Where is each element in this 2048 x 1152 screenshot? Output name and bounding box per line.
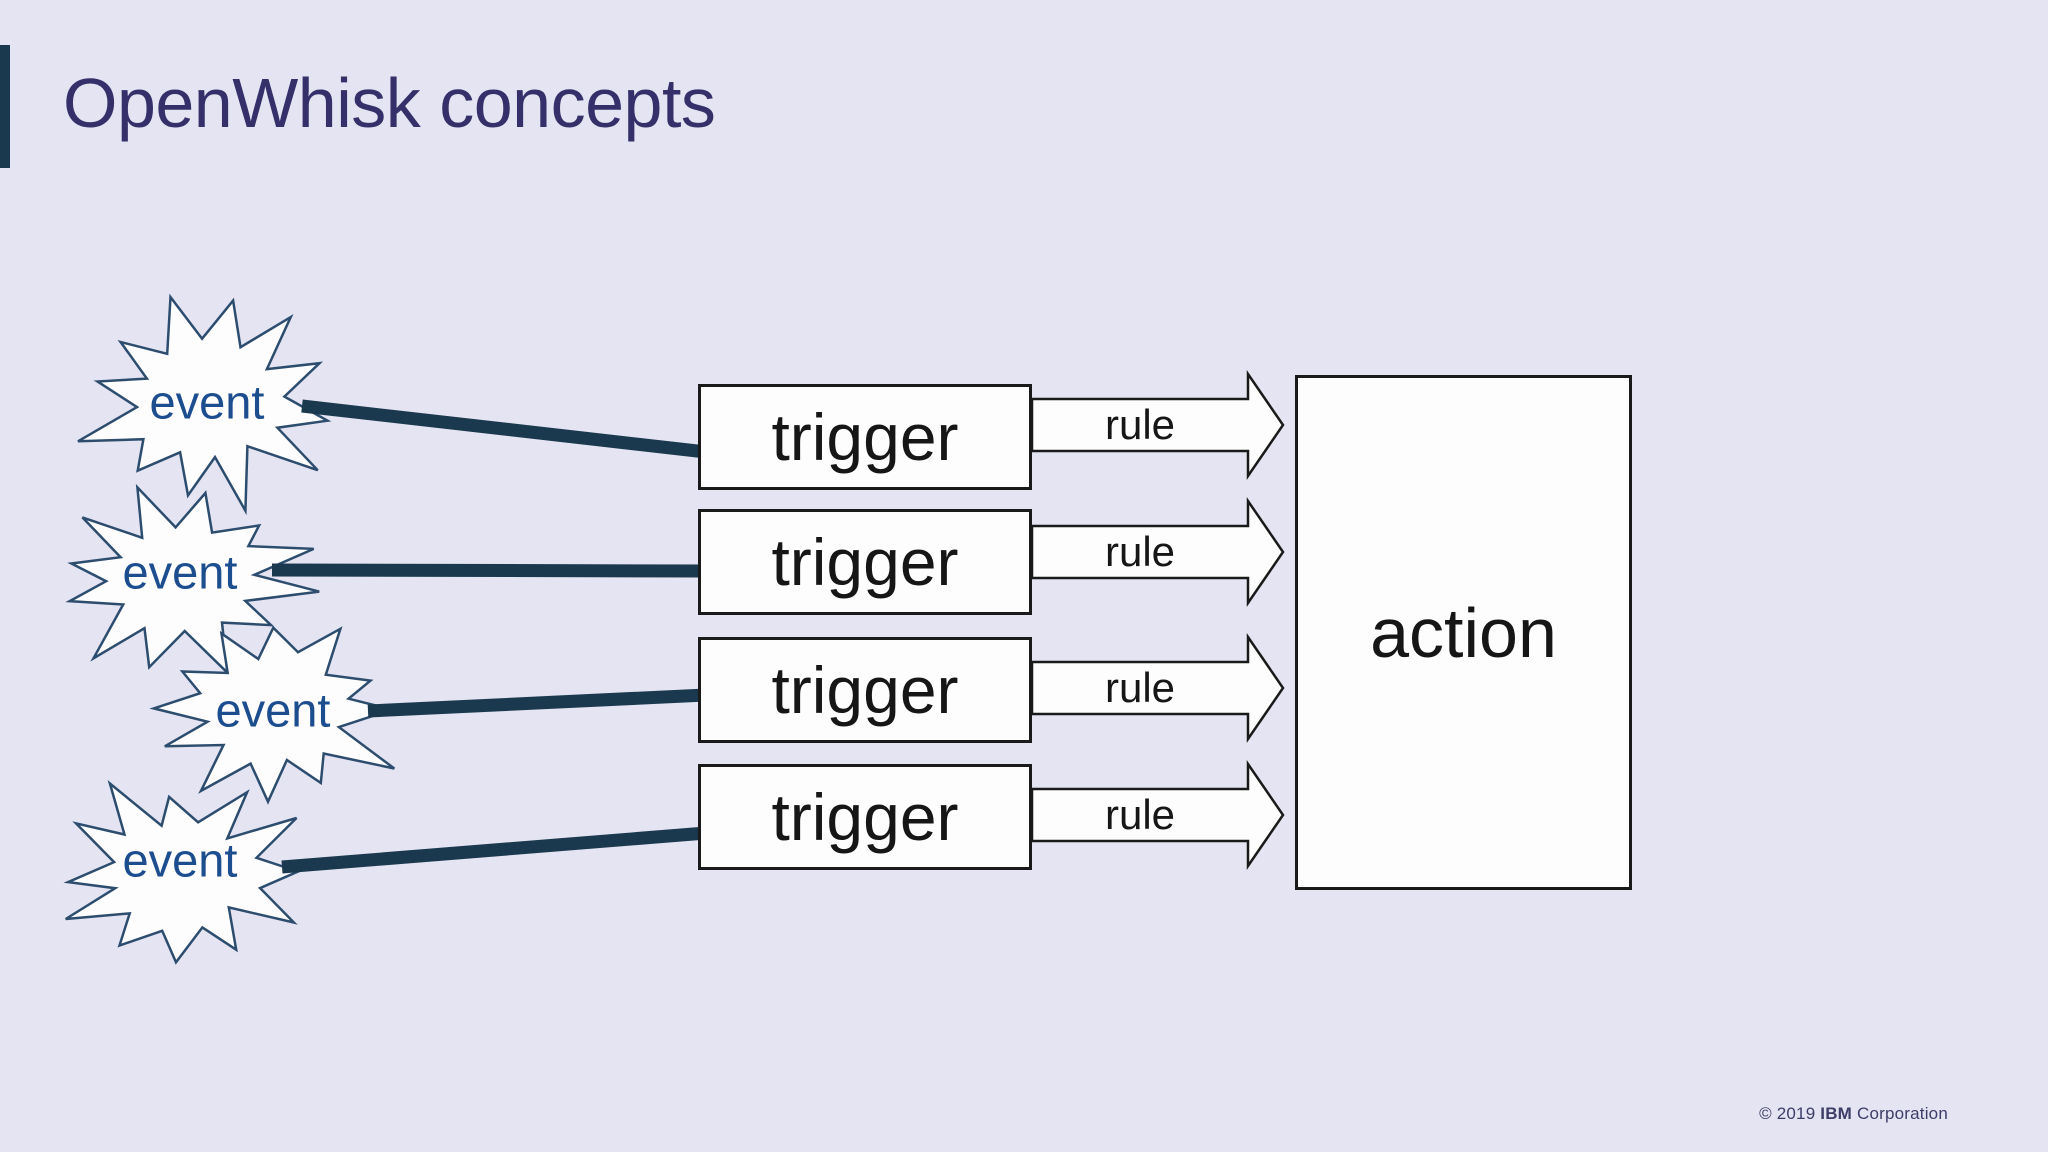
- rule-arrow: [1030, 369, 1285, 481]
- action-box: action: [1295, 375, 1632, 890]
- event-trigger-connector-line: [271, 563, 707, 578]
- action-label: action: [1370, 593, 1557, 672]
- event-label: event: [215, 683, 331, 737]
- event-trigger-connector-line: [367, 688, 707, 718]
- copyright-suffix: Corporation: [1852, 1104, 1948, 1123]
- event-label: event: [122, 833, 238, 887]
- rule-label: rule: [1104, 664, 1176, 711]
- rule-label: rule: [1104, 401, 1176, 448]
- copyright-prefix: © 2019: [1759, 1104, 1821, 1123]
- event-burst-shape: [77, 293, 332, 516]
- rule-label: rule: [1104, 528, 1176, 575]
- copyright-notice: © 2019 IBM Corporation: [1759, 1104, 1948, 1124]
- event-label: event: [149, 375, 265, 429]
- rule-label: rule: [1104, 791, 1176, 838]
- event-label: event: [122, 545, 238, 599]
- trigger-box: trigger: [698, 509, 1032, 615]
- rule-arrow: [1030, 496, 1285, 608]
- event-burst-shape: [63, 780, 302, 965]
- page-title: OpenWhisk concepts: [63, 64, 716, 142]
- trigger-box: trigger: [698, 637, 1032, 743]
- rule-arrow: [1030, 759, 1285, 871]
- trigger-box: trigger: [698, 384, 1032, 490]
- event-burst-shape: [149, 625, 397, 805]
- trigger-label: trigger: [771, 525, 959, 599]
- trigger-label: trigger: [771, 400, 959, 474]
- title-accent-bar: [0, 45, 10, 168]
- rule-arrow: [1030, 632, 1285, 744]
- trigger-label: trigger: [771, 653, 959, 727]
- copyright-brand: IBM: [1820, 1104, 1853, 1123]
- trigger-box: trigger: [698, 764, 1032, 870]
- event-trigger-connector-line: [281, 826, 707, 874]
- trigger-label: trigger: [771, 780, 959, 854]
- event-trigger-connector-line: [301, 399, 707, 459]
